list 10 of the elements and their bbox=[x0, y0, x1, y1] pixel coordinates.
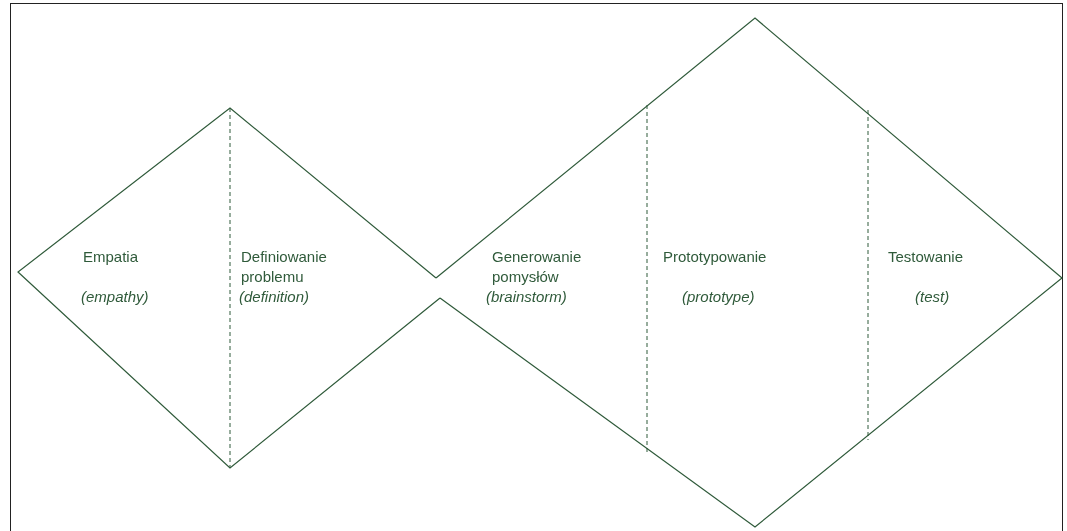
translation-text: (definition) bbox=[239, 287, 311, 307]
translation-text: (test) bbox=[915, 287, 951, 307]
stage-title: Prototypowanie bbox=[663, 247, 768, 267]
translation-text: (empathy) bbox=[81, 287, 150, 307]
stage-title: Generowanie pomysłów bbox=[492, 247, 583, 287]
stage-title: Definiowanie problemu bbox=[241, 247, 328, 287]
translation-text: (prototype) bbox=[682, 287, 756, 307]
translation-text: (brainstorm) bbox=[486, 287, 568, 307]
stage-title: Empatia bbox=[83, 247, 140, 267]
stage-title: Testowanie bbox=[888, 247, 965, 267]
